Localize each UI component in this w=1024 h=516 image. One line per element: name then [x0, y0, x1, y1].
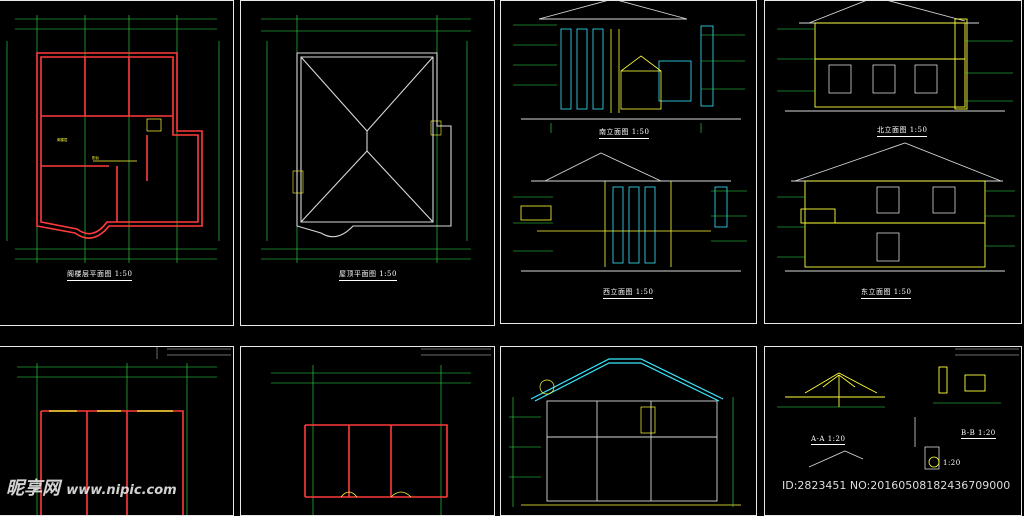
section-drawing	[509, 358, 741, 507]
attic-plan-caption-text: 阁楼层平面图 1:50	[67, 270, 133, 278]
sheet-north-east-elevations: 北立面图 1:50 东立面图 1:50	[764, 0, 1022, 324]
watermark-site-text: www.nipic.com	[66, 483, 177, 498]
detail-aa-caption: A-A 1:20	[811, 435, 846, 445]
watermark-id: ID:2823451 NO:20160508182436709000	[782, 479, 1011, 492]
svg-text:阳台: 阳台	[92, 155, 99, 160]
attic-plan-caption: 阁楼层平面图 1:50	[67, 269, 133, 281]
detail-aa-caption-text: A-A 1:20	[811, 435, 846, 443]
south-elevation-caption: 南立面图 1:50	[599, 127, 650, 139]
sheet-attic-plan: 阁楼层阳台 阁楼层平面图 1:50	[0, 0, 234, 326]
south-elevation-caption-text: 南立面图 1:50	[599, 128, 650, 136]
east-elevation-caption: 东立面图 1:50	[861, 287, 912, 299]
east-elevation-caption-text: 东立面图 1:50	[861, 288, 912, 296]
sheet-floor-plan	[240, 346, 495, 516]
north-elevation-caption: 北立面图 1:50	[877, 125, 928, 137]
roof-plan-caption-text: 屋顶平面图 1:50	[339, 270, 397, 278]
west-elevation-caption: 西立面图 1:50	[603, 287, 654, 299]
north-elevation-caption-text: 北立面图 1:50	[877, 126, 928, 134]
north-elevation-drawing	[777, 1, 1015, 272]
west-elevation-caption-text: 西立面图 1:50	[603, 288, 654, 296]
south-elevation-drawing	[513, 1, 747, 272]
roof-plan-drawing	[261, 15, 471, 263]
sheet-south-west-elevations: 南立面图 1:50 西立面图 1:50	[500, 0, 757, 324]
floor-plan-drawing	[271, 348, 491, 515]
detail-bb-caption-text: B-B 1:20	[961, 429, 996, 437]
detail-marker-caption-text: 1:20	[943, 459, 961, 467]
sheet-roof-plan: 屋顶平面图 1:50	[240, 0, 495, 326]
ground-plan-drawing	[17, 347, 231, 515]
svg-text:阁楼层: 阁楼层	[57, 137, 68, 142]
sheet-section	[500, 346, 757, 516]
watermark-logo-text: 昵享网	[6, 478, 60, 499]
detail-bb-caption: B-B 1:20	[961, 429, 996, 439]
roof-plan-caption: 屋顶平面图 1:50	[339, 269, 397, 281]
detail-marker-caption: 1:20	[943, 459, 961, 467]
details-drawing	[777, 348, 1019, 470]
watermark-logo: 昵享网 www.nipic.com	[6, 474, 177, 500]
